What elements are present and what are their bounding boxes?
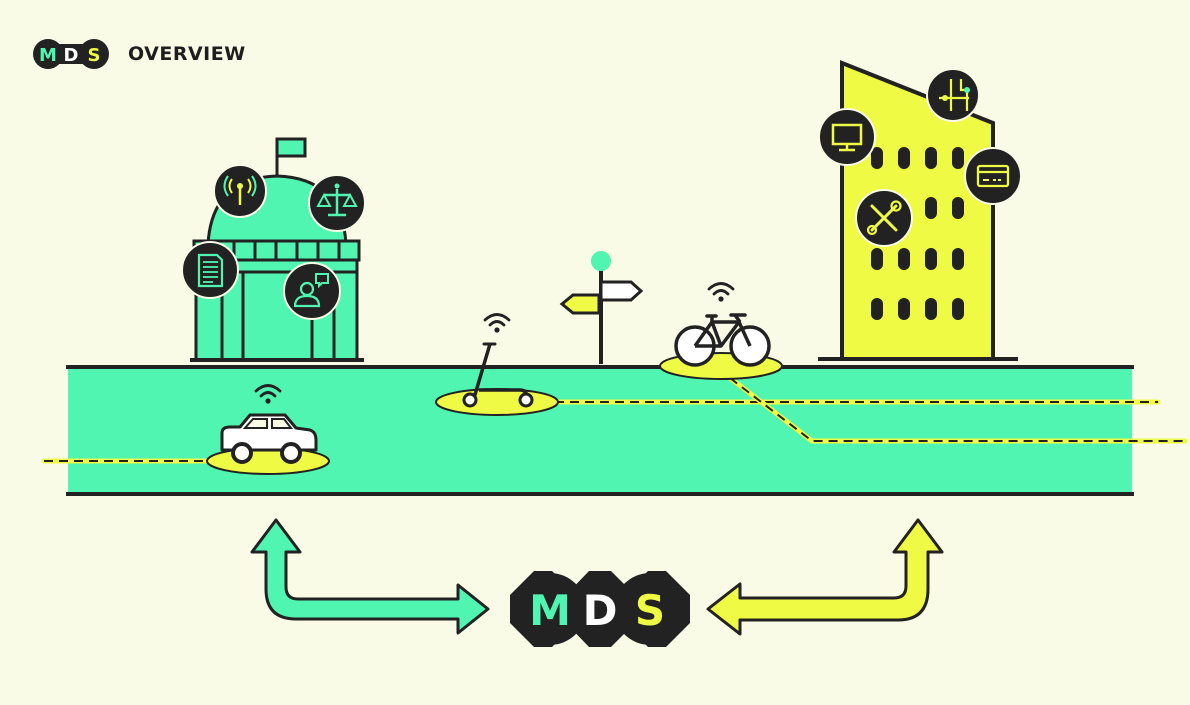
header-logo-letter-d: D bbox=[64, 45, 79, 66]
user-chat-icon bbox=[283, 262, 341, 320]
tools-icon bbox=[855, 189, 913, 247]
header-mds-logo: M D S bbox=[33, 39, 109, 69]
flag-icon bbox=[275, 137, 307, 158]
government-to-mds-arrow bbox=[250, 518, 490, 635]
header-logo-letter-s: S bbox=[88, 45, 101, 66]
header-logo-letter-m: M bbox=[39, 45, 57, 66]
mds-logo-letter-s: S bbox=[635, 586, 665, 635]
route-map-icon bbox=[926, 68, 980, 122]
mds-logo-letter-d: D bbox=[583, 586, 618, 635]
header: M D S OVERVIEW bbox=[32, 34, 246, 74]
company-to-mds-arrow bbox=[706, 518, 944, 636]
bicycle-icon bbox=[659, 282, 783, 380]
trip-paths bbox=[41, 375, 1188, 464]
monitor-icon bbox=[818, 108, 876, 166]
scooter-icon bbox=[435, 313, 559, 416]
mds-logo: M D S bbox=[510, 571, 690, 647]
signpost-icon bbox=[559, 251, 644, 364]
signal-tower-icon bbox=[213, 164, 267, 218]
mds-logo-letter-m: M bbox=[529, 586, 571, 635]
document-icon bbox=[181, 241, 239, 299]
car-icon bbox=[206, 384, 330, 475]
credit-card-icon bbox=[964, 147, 1022, 205]
page-title: OVERVIEW bbox=[128, 43, 246, 65]
scales-icon bbox=[308, 174, 366, 232]
company-building bbox=[818, 60, 1018, 361]
